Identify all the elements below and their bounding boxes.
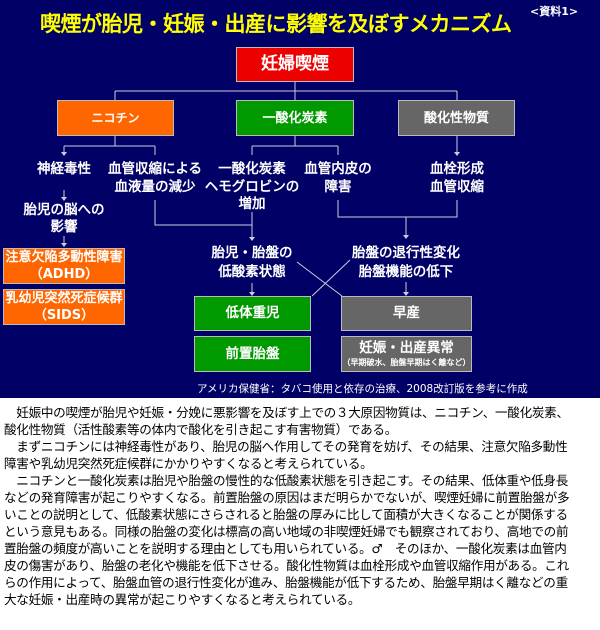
outcome-box-pregnancy-abnormality: 妊娠・出産異常 （早期破水、胎盤早期はく離など） xyxy=(341,336,472,372)
abnormality-examples: （早期破水、胎盤早期はく離など） xyxy=(342,358,471,367)
effect-carboxyhemoglobin-2: ヘモグロビンの xyxy=(204,179,300,195)
outcome-box-placenta-previa: 前置胎盤 xyxy=(194,336,311,372)
effect-placenta-1: 胎盤の退行性変化 xyxy=(352,245,460,261)
text-line: ニコチンと一酸化炭素は胎児や胎盤の慢性的な低酸素状態を引き起こす。その結果、低体… xyxy=(4,473,569,488)
effect-placenta-2: 胎盤機能の低下 xyxy=(358,264,454,280)
text-line: 置胎盤の頻度が高いことを説明する理由としても用いられている。♂ そのほか、一酸化… xyxy=(4,541,567,556)
effect-thrombosis-1: 血栓形成 xyxy=(430,161,484,177)
text-line: まずニコチンには神経毒性があり、胎児の脳へ作用してその発育を妨げ、その結果、注意… xyxy=(4,439,568,454)
mechanism-diagram: 喫煙が胎児・妊娠・出産に影響を及ぼすメカニズム <資料1> 妊婦喫煙 ニコチン … xyxy=(0,0,600,398)
effect-thrombosis-2: 血管収縮 xyxy=(430,179,484,195)
sids-label: 乳幼児突然死症候群 xyxy=(5,291,123,306)
text-line: 妊娠中の喫煙が胎児や妊娠・分娩に悪影響を及ぼす上での３大原因物質は、ニコチン、一… xyxy=(4,405,569,420)
outcome-box-preterm-birth: 早産 xyxy=(341,296,472,331)
cause-box-carbon-monoxide: 一酸化炭素 xyxy=(236,100,354,136)
sids-abbrev: （SIDS） xyxy=(33,308,95,323)
effect-hypoxia-1: 胎児・胎盤の xyxy=(211,245,293,261)
connector-lines xyxy=(61,82,460,297)
outcome-box-adhd: 注意欠陥多動性障害 （ADHD） xyxy=(3,248,125,284)
effect-brain-2: 影響 xyxy=(50,219,78,235)
outcome-box-low-birth-weight: 低体重児 xyxy=(194,296,311,331)
abnormality-label: 妊娠・出産異常 xyxy=(359,340,454,356)
text-line: 大な妊娠・出産時の異常が起こりやすくなると考えられている。 xyxy=(4,592,361,607)
text-line: 障害や乳幼児突然死症候群にかかりやすくなると考えられている。 xyxy=(4,456,373,471)
reference-label: <資料1> xyxy=(530,5,579,18)
effect-carboxyhemoglobin-1: 一酸化炭素 xyxy=(218,161,286,177)
effect-endothelial-1: 血管内皮の xyxy=(304,161,372,177)
effect-carboxyhemoglobin-3: 増加 xyxy=(238,196,266,212)
text-line: という意見もある。同様の胎盤の変化は標高の高い地域の非喫煙妊婦でも観察されており… xyxy=(4,524,569,539)
effect-endothelial-2: 障害 xyxy=(324,179,352,195)
outcome-box-sids: 乳幼児突然死症候群 （SIDS） xyxy=(3,289,125,325)
cause-box-nicotine: ニコチン xyxy=(57,100,174,136)
effect-vasoconstriction-2: 血液量の減少 xyxy=(114,179,196,195)
effect-brain-1: 胎児の脳への xyxy=(23,202,105,218)
effect-vasoconstriction-1: 血管収縮による xyxy=(107,161,203,177)
text-line: らの作用によって、胎盤血管の退行性変化が進み、胎盤機能が低下するため、胎盤早期は… xyxy=(4,575,568,590)
text-line: などの発育障害が起こりやすくなる。前置胎盤の原因はまだ明らかでないが、喫煙妊婦に… xyxy=(4,490,570,505)
source-credit: アメリカ保健省：タバコ使用と依存の治療、2008改訂版を参考に作成 xyxy=(197,383,528,395)
root-box-maternal-smoking: 妊婦喫煙 xyxy=(236,47,354,82)
effect-hypoxia-2: 低酸素状態 xyxy=(218,264,286,280)
text-line: 酸化性物質（活性酸素等の体内で酸化を引き起こす有害物質）である。 xyxy=(4,422,398,437)
diagram-title: 喫煙が胎児・妊娠・出産に影響を及ぼすメカニズム xyxy=(40,12,512,36)
text-line: 皮の傷害があり、胎盤の老化や機能を低下させる。酸化性物質は血栓形成や血管収縮作用… xyxy=(4,558,570,573)
effect-neurotoxicity: 神経毒性 xyxy=(37,161,91,177)
adhd-label: 注意欠陥多動性障害 xyxy=(5,250,123,265)
cause-box-oxidants: 酸化性物質 xyxy=(398,100,515,136)
text-line: いことの説明として、低酸素状態にさらされると胎盤の厚みに比して面積が大きくなるこ… xyxy=(4,507,568,522)
explanation-text: 妊娠中の喫煙が胎児や妊娠・分娩に悪影響を及ぼす上での３大原因物質は、ニコチン、一… xyxy=(4,404,598,608)
adhd-abbrev: （ADHD） xyxy=(29,267,99,282)
